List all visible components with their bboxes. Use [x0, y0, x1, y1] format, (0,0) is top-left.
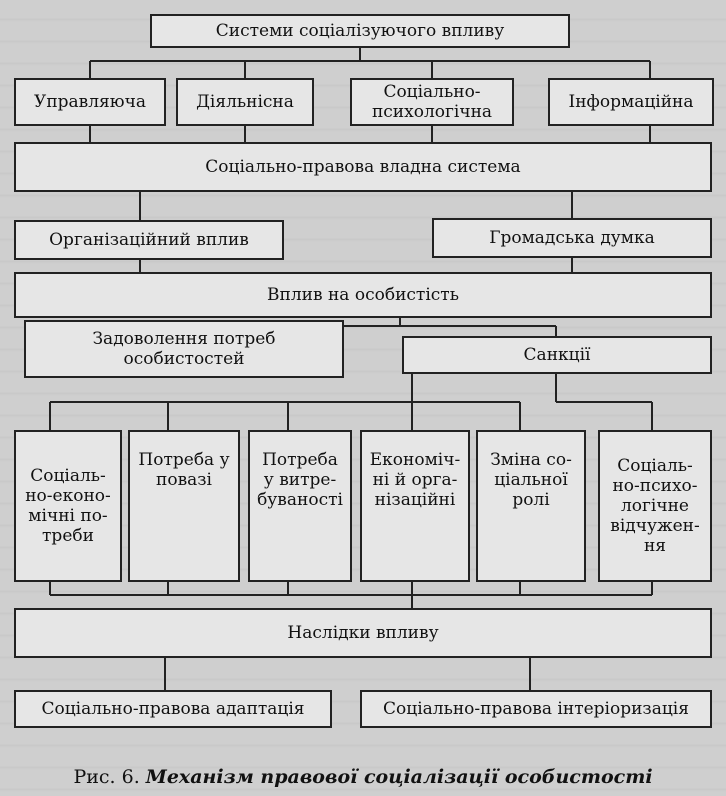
node-system-information: Інформаційна	[548, 78, 714, 126]
node-factor-alienation: Соціаль- но-психо- логічне відчужен- ня	[598, 430, 712, 582]
node-system-managing: Управляюча	[14, 78, 166, 126]
node-factor-socio-economic: Соціаль- но-еконо- мічні по- треби	[14, 430, 122, 582]
node-public-opinion: Громадська думка	[432, 218, 712, 258]
node-sanctions: Санкції	[402, 336, 712, 374]
node-outcome-interiorization: Соціально-правова інтеріоризація	[360, 690, 712, 728]
node-needs-satisfaction: Задоволення потреб особистостей	[24, 320, 344, 378]
node-consequences: Наслідки впливу	[14, 608, 712, 658]
node-outcome-adaptation: Соціально-правова адаптація	[14, 690, 332, 728]
node-factor-respect: Потреба у повазі	[128, 430, 240, 582]
node-personality-influence: Вплив на особистість	[14, 272, 712, 318]
figure-caption: Рис. 6. Механізм правової соціалізації о…	[0, 766, 726, 788]
caption-prefix: Рис. 6.	[73, 766, 146, 788]
node-organizational-influence: Організаційний вплив	[14, 220, 284, 260]
node-socializing-systems: Системи соціалізуючого впливу	[150, 14, 570, 48]
caption-title: Механізм правової соціалізації особистос…	[145, 766, 653, 788]
node-factor-demand: Потреба у витре- буваності	[248, 430, 352, 582]
node-authority-system: Соціально-правова владна система	[14, 142, 712, 192]
node-factor-economic-organizational: Економіч- ні й орга- нізаційні	[360, 430, 470, 582]
node-system-activity: Діяльнісна	[176, 78, 314, 126]
node-system-socio-psychological: Соціально- психологічна	[350, 78, 514, 126]
node-factor-role-change: Зміна со- ціальної ролі	[476, 430, 586, 582]
